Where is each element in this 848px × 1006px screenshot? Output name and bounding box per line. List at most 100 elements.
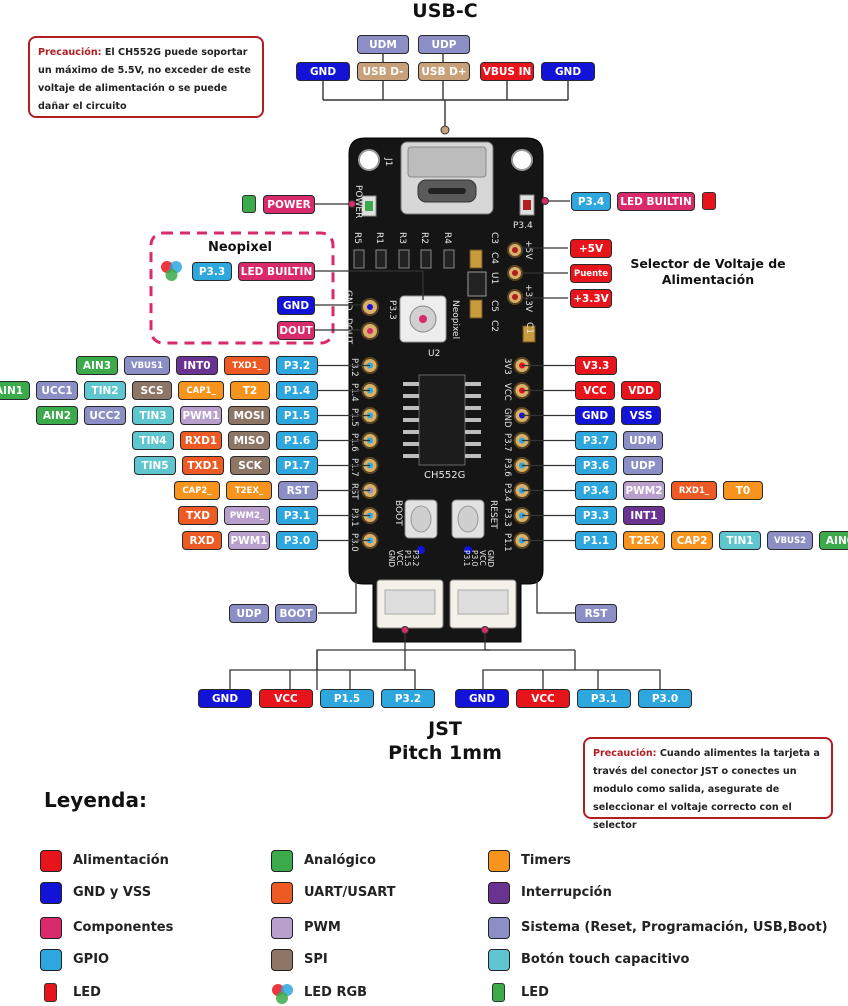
legend-label: LED bbox=[73, 985, 101, 1000]
left-pin-5-label-1: T2EX_ bbox=[226, 481, 272, 500]
jst-right-p31: P3.1 bbox=[577, 689, 631, 708]
legend-label: Interrupción bbox=[521, 885, 612, 900]
left-pin-2-label-3: PWM1 bbox=[180, 406, 222, 425]
selector-bridge-label: Puente bbox=[570, 264, 612, 283]
usb-gnd-label-1: GND bbox=[296, 62, 350, 81]
silkscreen-text: P3.4 bbox=[513, 221, 533, 231]
bottom-warning-body: Cuando alimentes la tarjeta a través del… bbox=[593, 748, 820, 831]
legend-swatch bbox=[488, 882, 510, 904]
boot-label: BOOT bbox=[275, 604, 317, 623]
left-pin-1-label-3: SCS bbox=[132, 381, 172, 400]
neopixel-led-label: LED BUILTIN bbox=[238, 262, 315, 281]
right-pin-4-label-0: P3.6 bbox=[575, 456, 617, 475]
silkscreen-pin-text: P3.4 bbox=[502, 483, 512, 502]
left-pin-6-label-1: PWM2_ bbox=[224, 506, 270, 525]
silkscreen-text: GND bbox=[343, 290, 353, 311]
silkscreen-jst-text: GND bbox=[387, 550, 396, 567]
silkscreen-text: P3.3 bbox=[387, 300, 397, 320]
legend-swatch bbox=[40, 850, 62, 872]
jst-right-vcc: VCC bbox=[516, 689, 570, 708]
jst-right-gnd: GND bbox=[455, 689, 509, 708]
left-pin-0-label-4: P3.2 bbox=[276, 356, 318, 375]
silkscreen-pin-text: P1.1 bbox=[502, 533, 512, 552]
legend-swatch bbox=[488, 917, 510, 939]
green-led-icon bbox=[242, 195, 256, 213]
legend-label: LED RGB bbox=[304, 985, 368, 1000]
left-pin-1-label-5: T2 bbox=[230, 381, 270, 400]
left-pin-7-label-2: P3.0 bbox=[276, 531, 318, 550]
right-pin-7-label-0: P1.1 bbox=[575, 531, 617, 550]
legend-swatch bbox=[40, 882, 62, 904]
silkscreen-pin-text: P1.6 bbox=[349, 433, 359, 452]
silkscreen-text: C1 bbox=[524, 322, 534, 334]
silkscreen-pin-text: P3.1 bbox=[349, 508, 359, 527]
silkscreen-text: C5 bbox=[489, 300, 499, 312]
left-pin-6-label-2: P3.1 bbox=[276, 506, 318, 525]
jst-left-gnd: GND bbox=[198, 689, 252, 708]
left-pin-6-label-0: TXD bbox=[178, 506, 218, 525]
left-pin-3-label-0: TIN4 bbox=[132, 431, 174, 450]
neopixel-gnd-label: GND bbox=[277, 296, 315, 315]
legend-label: LED bbox=[521, 985, 549, 1000]
silkscreen-jst-text: P3.0 bbox=[470, 550, 479, 567]
usb-vbus-label: VBUS IN bbox=[480, 62, 534, 81]
silkscreen-text: R4 bbox=[442, 232, 452, 244]
legend-label: PWM bbox=[304, 920, 341, 935]
right-pin-2-label-0: GND bbox=[575, 406, 615, 425]
right-pin-7-label-1: T2EX bbox=[623, 531, 665, 550]
indicator-lines bbox=[315, 200, 575, 690]
legend-swatch bbox=[271, 882, 293, 904]
right-pin-2-label-1: VSS bbox=[621, 406, 661, 425]
power-label: POWER bbox=[263, 195, 315, 214]
legend-label: GPIO bbox=[73, 952, 110, 967]
legend-label: Timers bbox=[521, 853, 571, 868]
usb-anchor bbox=[440, 125, 450, 135]
rgb-led-icon bbox=[271, 982, 295, 1004]
board-silkscreen: POWER J1 R5 R1 R3 R2 R4 C3 C4 U1 C5 C2 C… bbox=[343, 157, 534, 567]
usb-dminus-label: USB D- bbox=[357, 62, 409, 81]
right-pin-1-label-0: VCC bbox=[575, 381, 615, 400]
silkscreen-pin-text: P1.7 bbox=[349, 458, 359, 477]
silkscreen-text: CH552G bbox=[424, 470, 465, 481]
left-pin-4-label-3: P1.7 bbox=[276, 456, 318, 475]
right-pin-3-label-1: UDM bbox=[623, 431, 663, 450]
right-pin-1-label-1: VDD bbox=[621, 381, 661, 400]
usb-udp-label: UDP bbox=[418, 35, 470, 54]
rgb-led-icon bbox=[161, 261, 182, 281]
rst-label: RST bbox=[575, 604, 617, 623]
left-pin-3-label-2: MISO bbox=[228, 431, 270, 450]
left-pin-1-label-1: UCC1 bbox=[36, 381, 78, 400]
left-pin-2-label-1: UCC2 bbox=[84, 406, 126, 425]
right-pin-5-label-3: T0 bbox=[723, 481, 763, 500]
left-pin-0-label-2: INT0 bbox=[176, 356, 218, 375]
top-warning-title: Precaución: bbox=[38, 47, 102, 58]
p34-led-pin-label: P3.4 bbox=[571, 192, 611, 211]
silkscreen-pin-text: GND bbox=[502, 408, 512, 428]
legend-title: Leyenda: bbox=[44, 788, 147, 812]
silkscreen-jst-text: VCC bbox=[478, 550, 487, 566]
left-pin-1-label-6: P1.4 bbox=[276, 381, 318, 400]
silkscreen-text: C4 bbox=[489, 252, 499, 264]
usb-title: USB-C bbox=[412, 0, 478, 22]
right-pin-5-label-1: PWM2 bbox=[623, 481, 665, 500]
left-pin-2-label-2: TIN3 bbox=[132, 406, 174, 425]
silkscreen-text: POWER bbox=[353, 185, 363, 218]
silkscreen-text: U1 bbox=[489, 272, 499, 284]
right-pin-4-label-1: UDP bbox=[623, 456, 663, 475]
silkscreen-pin-text: P3.6 bbox=[502, 458, 512, 477]
legend-label: Componentes bbox=[73, 920, 174, 935]
right-pin-3-label-0: P3.7 bbox=[575, 431, 617, 450]
boot-udp-label: UDP bbox=[229, 604, 269, 623]
legend-swatch bbox=[488, 949, 510, 971]
silkscreen-text: C2 bbox=[489, 320, 499, 332]
silkscreen-text: R3 bbox=[397, 232, 407, 244]
right-pin-7-label-4: VBUS2 bbox=[767, 531, 813, 550]
legend-swatch bbox=[40, 917, 62, 939]
pin-connection-lines bbox=[318, 364, 575, 542]
silkscreen-pin-text: P3.3 bbox=[502, 508, 512, 527]
jst-right-p30: P3.0 bbox=[638, 689, 692, 708]
left-pin-4-label-2: SCK bbox=[230, 456, 270, 475]
legend-label: UART/USART bbox=[304, 885, 396, 900]
legend-label: GND y VSS bbox=[73, 885, 152, 900]
